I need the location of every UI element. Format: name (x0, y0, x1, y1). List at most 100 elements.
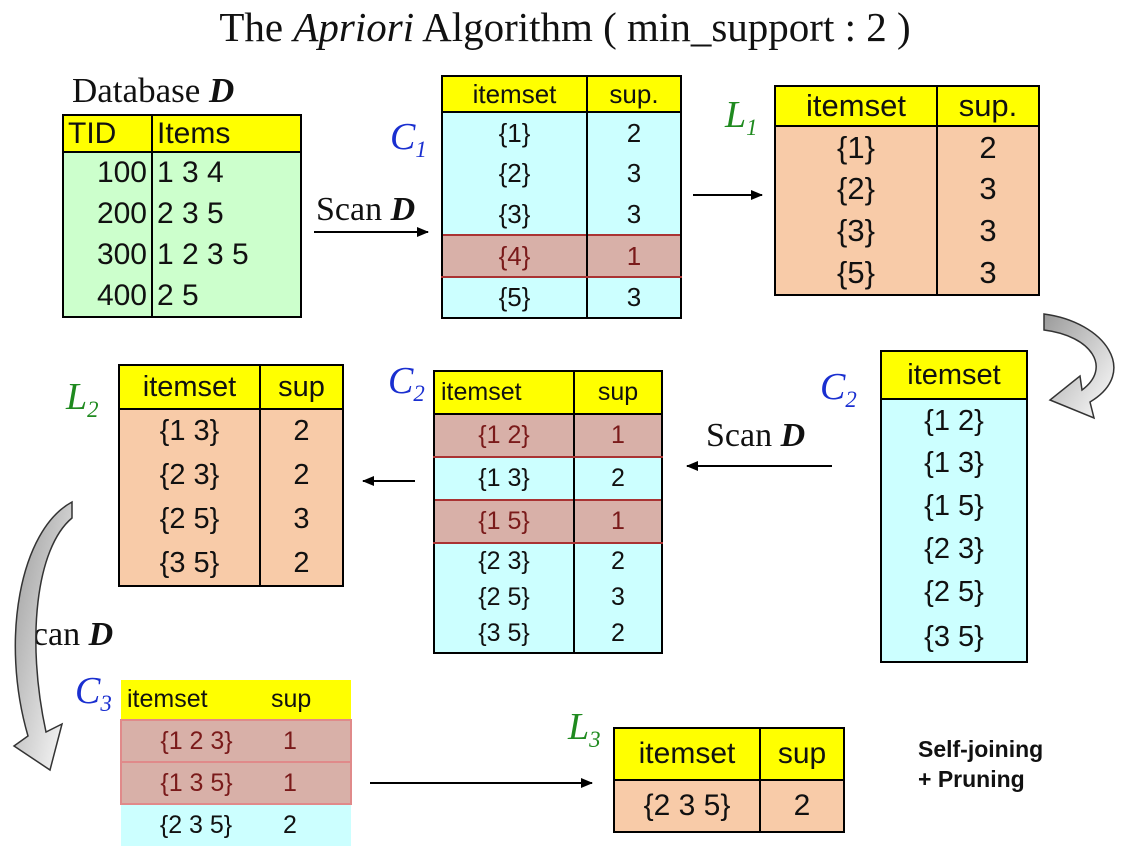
table-row: {2}3 (774, 168, 1040, 210)
database-symbol: D (209, 71, 235, 110)
c2-candidate-itemset: {1 2} (880, 399, 1028, 442)
database-items: 1 3 4 (151, 152, 302, 193)
note-line-1: Self-joining (918, 736, 1044, 762)
c2-candidates-header-itemset: itemset (880, 350, 1028, 400)
c1-header-itemset: itemset (441, 75, 588, 113)
table-row: 100 1 3 4 (62, 152, 302, 193)
c2-counted-itemset: {1 5} (433, 499, 575, 544)
c1-table: itemset sup. {1}2 {2}3 {3}3 {4}1 {5}3 (441, 75, 682, 319)
c2-counted-sup: 1 (573, 413, 663, 458)
curved-arrow-l1-to-c2 (1043, 313, 1115, 420)
l2-sup: 2 (259, 409, 344, 453)
scan-label-2: Scan D (706, 418, 805, 454)
database-items: 2 5 (151, 275, 302, 318)
l2-label-sub: 2 (87, 396, 99, 422)
table-row: {2 3} (880, 528, 1028, 571)
l1-header-sup: sup. (936, 85, 1040, 127)
l1-itemset: {5} (774, 252, 938, 296)
c2-candidate-itemset: {2 5} (880, 571, 1028, 614)
c2-candidates-label-letter: C (820, 366, 846, 408)
l2-itemset: {2 5} (118, 497, 261, 541)
c3-label: C3 (75, 672, 112, 716)
l1-sup: 3 (936, 168, 1040, 210)
c2-counted-sup: 2 (573, 543, 663, 579)
c1-label: C1 (390, 118, 427, 162)
database-items: 2 3 5 (151, 193, 302, 234)
l2-header-sup: sup (259, 364, 344, 410)
c1-itemset: {4} (441, 234, 588, 278)
l3-header-sup: sup (759, 727, 845, 781)
c2-counted-sup: 1 (573, 499, 663, 544)
l2-itemset: {2 3} (118, 453, 261, 497)
c3-sup: 2 (283, 811, 297, 839)
l2-itemset: {1 3} (118, 409, 261, 453)
table-row: {5}3 (774, 252, 1040, 296)
scan-symbol: D (88, 616, 114, 653)
c3-sup: 1 (271, 761, 352, 805)
scan-symbol: D (780, 417, 806, 454)
c1-itemset: {1} (441, 112, 588, 153)
table-row-pruned: {1 5}1 (433, 499, 663, 544)
c2-counted-itemset: {1 3} (433, 457, 575, 500)
table-row: {2}3 (441, 153, 682, 194)
c3-itemset: {2 3 5} (159, 811, 233, 839)
l1-label-sub: 1 (746, 114, 758, 140)
l2-sup: 2 (259, 541, 344, 587)
l1-sup: 3 (936, 252, 1040, 296)
c1-label-letter: C (390, 116, 416, 158)
c2-candidate-itemset: {1 3} (880, 442, 1028, 485)
title-post: Algorithm ( min_support : 2 ) (414, 4, 911, 50)
c2-counted-label-sub: 2 (413, 380, 425, 406)
c2-counted-sup: 2 (573, 615, 663, 654)
table-row: {2 3 5}2 (613, 780, 845, 833)
c1-sup: 2 (586, 112, 682, 153)
table-row: {3 5} (880, 614, 1028, 663)
l2-table: itemset sup {1 3}2 {2 3}2 {2 5}3 {3 5}2 (118, 364, 344, 587)
database-table: TID Items 100 1 3 4 200 2 3 5 300 1 2 3 … (62, 114, 302, 318)
scan-label-1: Scan D (316, 192, 415, 228)
title-pre: The (219, 4, 294, 50)
c2-candidates-table: itemset {1 2} {1 3} {1 5} {2 3} {2 5} {3… (880, 350, 1028, 663)
c2-counted-label-letter: C (388, 360, 414, 402)
l1-label: L1 (725, 96, 758, 140)
table-row: {2 3 5} 2 (121, 804, 351, 846)
table-row: {3}3 (441, 194, 682, 235)
table-row-pruned: {1 2}1 (433, 413, 663, 458)
l1-sup: 2 (936, 126, 1040, 168)
table-row: {2 5}3 (433, 579, 663, 615)
scan-symbol: D (390, 191, 416, 228)
scan-text: Scan (316, 191, 383, 228)
c2-counted-itemset: {2 3} (433, 543, 575, 579)
c1-sup: 1 (586, 234, 682, 278)
c3-header-sup: sup (271, 680, 351, 720)
l3-table: itemset sup {2 3 5}2 (613, 727, 845, 833)
c2-candidate-itemset: {3 5} (880, 614, 1028, 663)
c1-sup: 3 (586, 194, 682, 235)
l1-header-itemset: itemset (774, 85, 938, 127)
l3-header-itemset: itemset (613, 727, 761, 781)
c1-header-sup: sup. (586, 75, 682, 113)
table-row: 200 2 3 5 (62, 193, 302, 234)
page-title: The Apriori Algorithm ( min_support : 2 … (0, 2, 1130, 52)
l3-label-letter: L (568, 706, 590, 748)
table-row-pruned: {1 3 5} 1 (120, 761, 352, 805)
title-algorithm-name: Apriori (293, 4, 415, 50)
table-row: {1}2 (774, 126, 1040, 168)
l3-label-sub: 3 (589, 726, 601, 752)
c2-candidate-itemset: {1 5} (880, 485, 1028, 528)
c2-counted-sup: 2 (573, 457, 663, 500)
table-row: {2 5} (880, 571, 1028, 614)
l2-header-itemset: itemset (118, 364, 261, 410)
c1-sup: 3 (586, 153, 682, 194)
table-row: {3 5}2 (118, 541, 344, 587)
table-row: {3 5}2 (433, 615, 663, 654)
l1-itemset: {2} (774, 168, 938, 210)
c2-counted-header-sup: sup (573, 370, 663, 415)
l3-itemset: {2 3 5} (613, 780, 761, 833)
table-row: {1 5} (880, 485, 1028, 528)
table-row: {1 3} (880, 442, 1028, 485)
c3-table: itemset sup {1 2 3} 1 {1 3 5} 1 {2 3 5} … (120, 680, 352, 846)
note-line-2: + Pruning (918, 766, 1025, 792)
l2-label-letter: L (66, 376, 88, 418)
